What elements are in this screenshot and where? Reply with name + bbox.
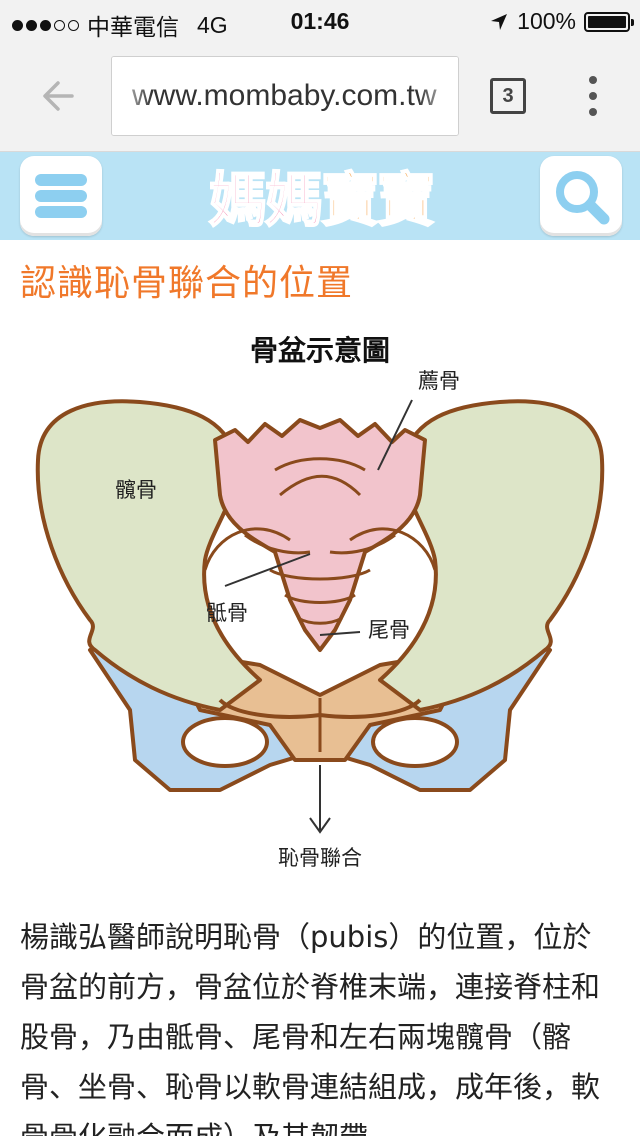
article-title: 認識恥骨聯合的位置 (20, 263, 354, 304)
url-text: www.mombaby.com.tw (132, 79, 437, 112)
site-header: 媽媽寶寶 (0, 152, 640, 240)
clock: 01:46 (290, 8, 350, 34)
overflow-menu-icon[interactable] (584, 76, 602, 116)
back-arrow-icon[interactable] (38, 76, 78, 116)
left-obturator-foramen (181, 716, 269, 768)
signal-strength-icon (12, 19, 79, 31)
network-type: 4G (197, 11, 228, 38)
browser-toolbar: www.mombaby.com.tw 3 (0, 40, 640, 152)
label-sacrum: 薦骨 (418, 369, 460, 393)
down-arrow-line (309, 765, 331, 834)
left-ilium-bone (35, 399, 262, 712)
status-right: 100% (489, 8, 634, 35)
tab-count: 3 (502, 84, 514, 107)
label-coccyx: 尾骨 (368, 618, 410, 642)
search-button[interactable] (540, 156, 622, 236)
tab-switcher-button[interactable]: 3 (490, 78, 526, 114)
logo-text-mama: 媽媽 (208, 165, 324, 235)
search-icon (556, 171, 610, 225)
carrier-name: 中華電信 (87, 14, 179, 40)
site-logo[interactable]: 媽媽寶寶 (196, 162, 446, 235)
hamburger-menu-button[interactable] (20, 156, 102, 236)
label-pubic-symphysis: 恥骨聯合 (278, 846, 362, 870)
right-ilium-bone (378, 399, 605, 712)
label-sacrum-lower: 骶骨 (206, 601, 248, 625)
article-body: 楊識弘醫師說明恥骨（pubis）的位置，位於骨盆的前方，骨盆位於脊椎末端，連接脊… (20, 920, 601, 1136)
battery-icon (584, 11, 634, 32)
logo-text-baby: 寶寶 (320, 165, 436, 235)
battery-percent: 100% (517, 8, 576, 34)
location-arrow-icon (491, 13, 508, 30)
status-left: 中華電信 4G (12, 8, 228, 42)
pelvis-diagram: 骨盆示意圖 薦骨 髖骨 骶骨 尾骨 恥骨聯合 (35, 334, 605, 870)
label-ilium: 髖骨 (115, 478, 157, 502)
address-bar[interactable]: www.mombaby.com.tw (111, 56, 459, 136)
status-bar: 中華電信 4G 01:46 100% (0, 0, 640, 40)
right-obturator-foramen (371, 716, 459, 768)
figure-title: 骨盆示意圖 (250, 334, 390, 367)
